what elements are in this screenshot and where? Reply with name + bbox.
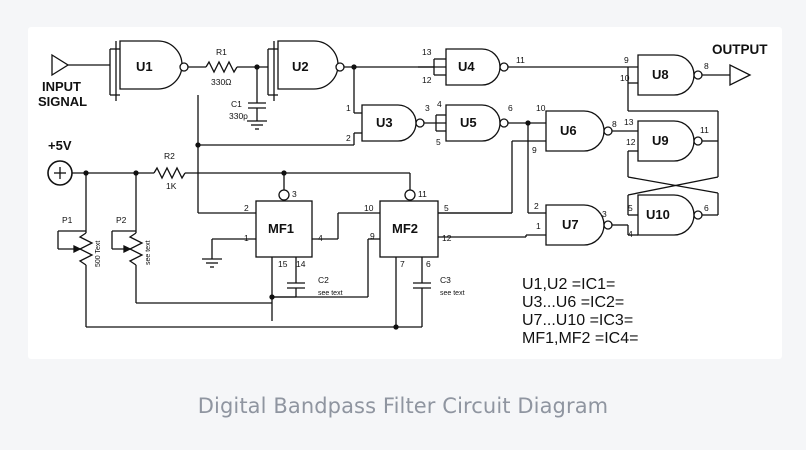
- u9-pin-12: 12: [626, 137, 636, 147]
- c2-label: C2: [318, 275, 329, 285]
- gate-u4: [445, 48, 509, 86]
- gate-u6-label: U6: [560, 123, 577, 138]
- mf1-pin-2: 2: [244, 203, 249, 213]
- u5-pin-5: 5: [436, 137, 441, 147]
- diagram-card: INPUT SIGNAL U1 R1 330Ω: [28, 27, 782, 359]
- u4-pin-12: 12: [422, 75, 432, 85]
- mf2-pin-9: 9: [370, 231, 375, 241]
- u3-pin-2: 2: [346, 133, 351, 143]
- u6-pin-10: 10: [536, 103, 546, 113]
- u3-pin-1: 1: [346, 103, 351, 113]
- p1-label: P1: [62, 215, 73, 225]
- mf1-pin-1: 1: [244, 233, 249, 243]
- input-terminal: [51, 53, 110, 77]
- output-terminal: [729, 63, 752, 87]
- potentiometer-p1: [58, 232, 94, 266]
- gate-u4-label: U4: [458, 59, 475, 74]
- gate-u6: [545, 110, 613, 152]
- supply-terminal: [47, 160, 73, 186]
- u5-pin-6: 6: [508, 103, 513, 113]
- u4-pin-11: 11: [516, 55, 525, 65]
- u4-pin-13: 13: [422, 47, 432, 57]
- mf2-pin-6: 6: [426, 259, 431, 269]
- legend-line-4: MF1,MF2 =IC4=: [522, 330, 638, 347]
- u3-pin-3: 3: [425, 103, 430, 113]
- mf2-pin-10: 10: [364, 203, 374, 213]
- p2-label: P2: [116, 215, 127, 225]
- gate-u5-label: U5: [460, 115, 477, 130]
- c1-value: 330p: [229, 111, 248, 121]
- ic-legend: U1,U2 =IC1= U3...U6 =IC2= U7...U10 =IC3=…: [522, 276, 638, 347]
- c3-label: C3: [440, 275, 451, 285]
- mf1-pin-4: 4: [318, 233, 323, 243]
- u8-pin-8: 8: [704, 61, 709, 71]
- u7-pin-1: 1: [536, 221, 541, 231]
- r2-label: R2: [164, 151, 175, 161]
- monoflop-mf1: [255, 200, 313, 258]
- p2-value: see text: [145, 240, 152, 265]
- u7-pin-2: 2: [534, 201, 539, 211]
- input-label-line2: SIGNAL: [38, 94, 87, 109]
- monoflop-mf2: [379, 200, 439, 258]
- u10-pin-4: 4: [628, 229, 633, 239]
- circuit-diagram: INPUT SIGNAL U1 R1 330Ω: [38, 40, 768, 347]
- mf2-pin-11: 11: [418, 189, 427, 199]
- legend-line-2: U3...U6 =IC2=: [522, 294, 624, 311]
- ground-symbol-mf1: [202, 258, 222, 268]
- gate-u7: [545, 204, 613, 246]
- u10-pin-5: 5: [628, 203, 633, 213]
- gate-u3: [361, 104, 425, 142]
- mf2-pin-12: 12: [442, 233, 452, 243]
- c2-value: see text: [318, 290, 343, 297]
- u10-pin-6: 6: [704, 203, 709, 213]
- u6-pin-8: 8: [612, 119, 617, 129]
- gate-u8: [637, 54, 703, 96]
- mf2-pin-7: 7: [400, 259, 405, 269]
- gate-u1: [109, 40, 189, 101]
- potentiometer-p2: [112, 232, 144, 266]
- gate-u2-label: U2: [292, 59, 309, 74]
- u8-pin-9: 9: [624, 55, 629, 65]
- u9-pin-11: 11: [700, 125, 709, 135]
- gate-u9: [637, 120, 703, 162]
- figure-caption: Digital Bandpass Filter Circuit Diagram: [197, 394, 609, 418]
- p1-value: 500 Text: [95, 241, 102, 267]
- gate-u3-label: U3: [376, 115, 393, 130]
- u7-pin-3: 3: [602, 209, 607, 219]
- capacitor-c2: [287, 282, 305, 289]
- u5-pin-4: 4: [437, 99, 442, 109]
- output-label: OUTPUT: [712, 42, 768, 57]
- resistor-r2: [153, 166, 186, 180]
- mf2-label: MF2: [392, 221, 418, 236]
- c3-value: see text: [440, 290, 465, 297]
- mf2-pin-5: 5: [444, 203, 449, 213]
- resistor-r1: [205, 60, 238, 74]
- r1-value: 330Ω: [211, 77, 232, 87]
- gate-u1-label: U1: [136, 59, 153, 74]
- legend-line-3: U7...U10 =IC3=: [522, 312, 633, 329]
- gate-u8-label: U8: [652, 67, 669, 82]
- capacitor-c3: [413, 282, 431, 289]
- gate-u10: [637, 194, 703, 236]
- c1-label: C1: [231, 99, 242, 109]
- mf1-pin-15: 15: [278, 259, 288, 269]
- gate-u9-label: U9: [652, 133, 669, 148]
- supply-label: +5V: [48, 138, 72, 153]
- capacitor-c1: [248, 102, 266, 109]
- u9-pin-13: 13: [624, 117, 634, 127]
- r1-label: R1: [216, 47, 227, 57]
- gate-u2: [267, 40, 345, 101]
- u6-pin-9: 9: [532, 145, 537, 155]
- gate-u7-label: U7: [562, 217, 579, 232]
- r2-value: 1K: [166, 181, 177, 191]
- mf1-pin-14: 14: [296, 259, 306, 269]
- ground-symbol-c1: [247, 120, 267, 130]
- gate-u10-label: U10: [646, 207, 670, 222]
- mf1-label: MF1: [268, 221, 294, 236]
- u8-pin-10: 10: [620, 73, 630, 83]
- legend-line-1: U1,U2 =IC1=: [522, 276, 615, 293]
- gate-u5: [445, 104, 509, 142]
- mf1-pin-3: 3: [292, 189, 297, 199]
- input-label-line1: INPUT: [42, 79, 81, 94]
